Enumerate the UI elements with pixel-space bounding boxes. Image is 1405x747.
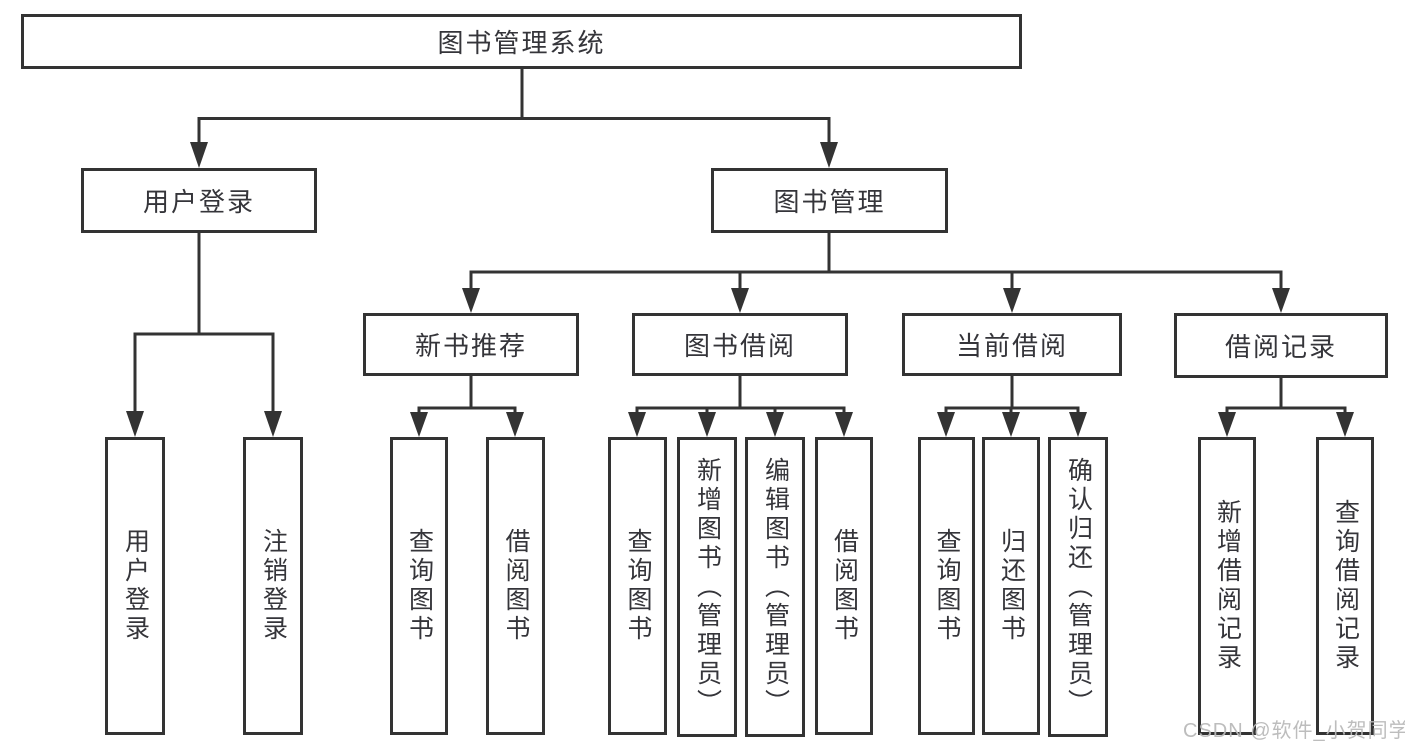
node-label: 查询借阅记录: [1331, 499, 1360, 673]
node-book-management: 图书管理: [711, 168, 948, 233]
node-label: 图书管理: [773, 187, 886, 217]
leaf-query-books-borrow: 查询图书: [608, 437, 667, 735]
leaf-borrow-books: 借阅图书: [815, 437, 873, 735]
node-label: 新增图书（管理员）: [693, 456, 722, 718]
leaf-user-login: 用户登录: [105, 437, 165, 735]
leaf-confirm-return-admin: 确认归还（管理员）: [1048, 437, 1108, 737]
node-label: 注销登录: [259, 528, 288, 644]
node-label: 查询图书: [405, 528, 434, 644]
leaf-edit-books-admin: 编辑图书（管理员）: [745, 437, 805, 737]
node-label: 用户登录: [142, 187, 255, 217]
csdn-watermark: CSDN @软件_小贺同学: [1183, 720, 1405, 742]
leaf-add-books-admin: 新增图书（管理员）: [677, 437, 737, 737]
node-label: 查询图书: [933, 528, 961, 644]
node-label: 图书管理系统: [437, 28, 606, 58]
leaf-borrow-books-recommend: 借阅图书: [486, 437, 545, 735]
node-label: 查询图书: [624, 528, 652, 644]
node-label: 借阅记录: [1224, 332, 1337, 362]
leaf-logout: 注销登录: [243, 437, 303, 735]
node-label: 新增借阅记录: [1213, 499, 1242, 673]
node-label: 当前借阅: [955, 331, 1068, 361]
leaf-query-borrow-record: 查询借阅记录: [1316, 437, 1374, 735]
node-book-borrowing: 图书借阅: [632, 313, 848, 376]
node-label: 新书推荐: [414, 331, 527, 361]
node-label: 图书借阅: [683, 331, 796, 361]
node-user-login: 用户登录: [81, 168, 317, 233]
node-root-system: 图书管理系统: [21, 14, 1022, 69]
node-current-borrowing: 当前借阅: [902, 313, 1122, 376]
leaf-add-borrow-record: 新增借阅记录: [1198, 437, 1256, 735]
leaf-query-books-recommend: 查询图书: [390, 437, 448, 735]
node-label: 编辑图书（管理员）: [761, 456, 790, 718]
node-label: 归还图书: [997, 528, 1026, 644]
leaf-query-books-current: 查询图书: [918, 437, 975, 735]
node-label: 借阅图书: [830, 528, 859, 644]
node-borrowing-records: 借阅记录: [1174, 313, 1388, 378]
leaf-return-books: 归还图书: [982, 437, 1040, 735]
node-label: 借阅图书: [502, 528, 530, 644]
node-label: 用户登录: [121, 528, 150, 644]
node-new-book-recommend: 新书推荐: [363, 313, 579, 376]
node-label: 确认归还（管理员）: [1064, 456, 1093, 718]
